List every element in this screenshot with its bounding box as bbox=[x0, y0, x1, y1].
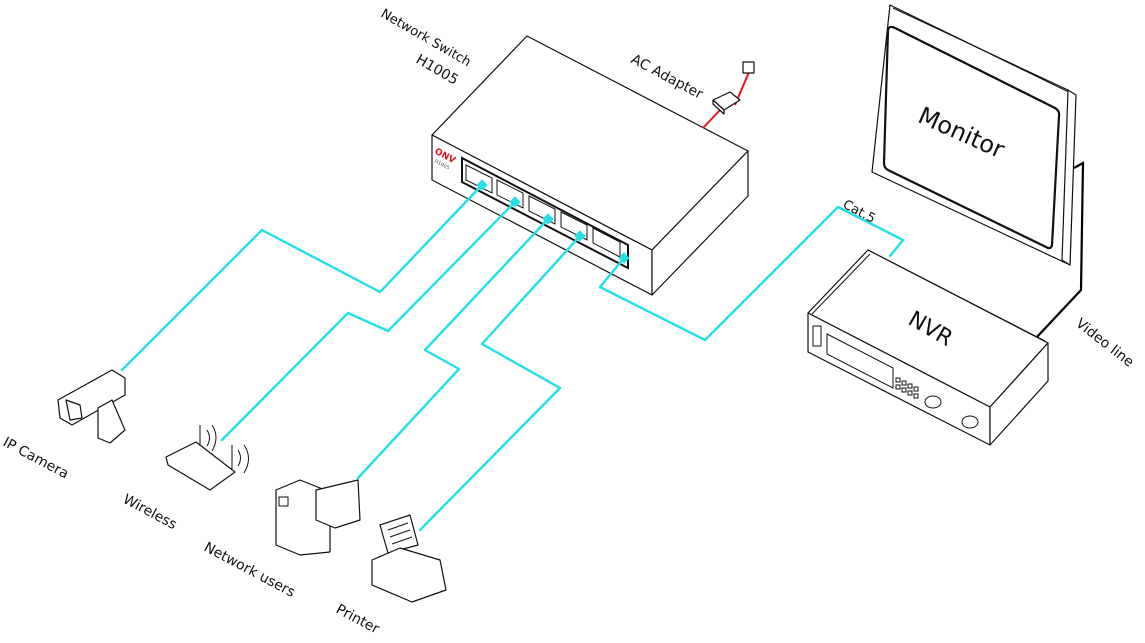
device-label-printer: Printer bbox=[333, 601, 382, 637]
cat5-label: Cat.5 bbox=[840, 197, 878, 226]
cable-port2-wireless bbox=[220, 200, 517, 442]
ip-camera-icon bbox=[57, 369, 126, 444]
printer-icon bbox=[371, 514, 447, 603]
network-switch: ONV H1005 bbox=[431, 35, 749, 296]
switch-ports bbox=[465, 164, 621, 258]
port-connectors bbox=[476, 179, 630, 264]
pc-icon bbox=[275, 479, 361, 556]
cable-port4-printer bbox=[418, 234, 582, 532]
wireless-router-icon bbox=[165, 424, 249, 491]
device-label-camera: IP Camera bbox=[0, 434, 71, 482]
video-line-cable bbox=[1035, 161, 1085, 339]
device-label-users: Network users bbox=[201, 539, 297, 600]
nvr: NVR bbox=[807, 249, 1049, 446]
device-label-wireless: Wireless bbox=[120, 491, 179, 533]
cable-port1-camera bbox=[120, 183, 484, 372]
cable-port5-nvr bbox=[598, 205, 905, 342]
video-line-label: Video line bbox=[1073, 316, 1137, 371]
monitor: Monitor bbox=[871, 4, 1077, 266]
cable-port3-users bbox=[356, 217, 550, 480]
